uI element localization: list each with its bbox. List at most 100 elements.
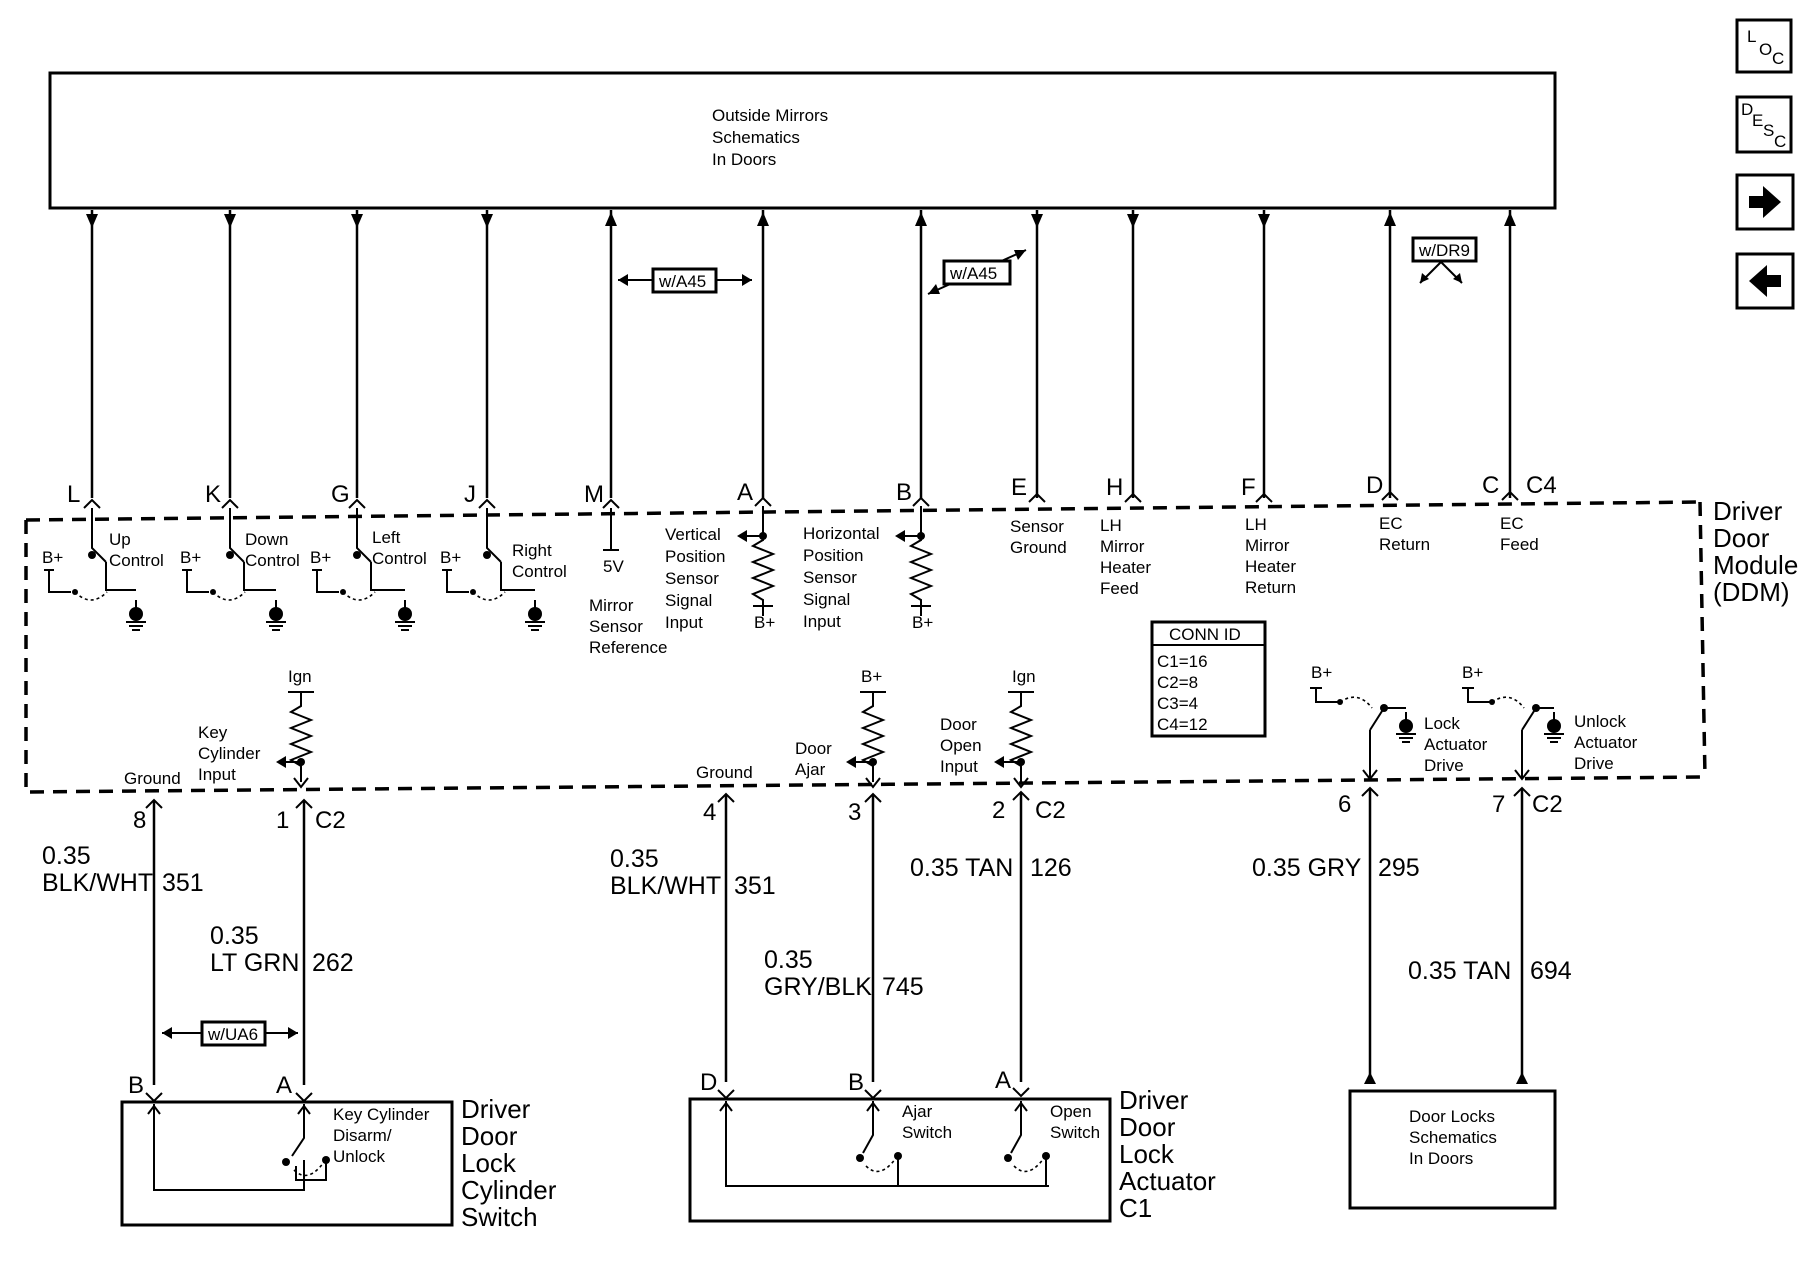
outside-mirrors-line1: Outside Mirrors [712,106,828,125]
svg-text:Ground: Ground [1010,538,1067,557]
svg-text:Ign: Ign [288,667,312,686]
svg-text:0.35: 0.35 [210,922,259,950]
svg-text:351: 351 [734,872,776,900]
connector-c2-3: C2 [1532,791,1563,818]
svg-text:B+: B+ [912,613,933,632]
svg-text:Position: Position [665,547,725,566]
svg-text:S: S [1763,121,1774,140]
svg-text:Open: Open [1050,1102,1092,1121]
svg-text:Key Cylinder: Key Cylinder [333,1105,430,1124]
svg-text:262: 262 [312,949,354,977]
pin-L: L [67,481,80,508]
connector-c4: C4 [1526,472,1557,499]
ec-feed-label: EC Feed [1500,514,1539,554]
svg-text:In Doors: In Doors [1409,1149,1473,1168]
option-badge-a45-1: w/A45 [618,267,752,294]
outside-mirrors-line3: In Doors [712,150,776,169]
svg-text:B+: B+ [861,667,882,686]
svg-text:Unlock: Unlock [333,1147,385,1166]
next-button[interactable] [1735,173,1795,231]
option-badge-a45-2: w/A45 [927,249,1027,295]
door-lock-arrows [1364,1072,1528,1084]
svg-text:Ign: Ign [1012,667,1036,686]
svg-text:B+: B+ [754,613,775,632]
svg-text:B+: B+ [180,548,201,567]
lock-actuator: Ajar Switch Open Switch Driver Door Lock… [688,1085,1216,1223]
top-pin-chevrons [83,490,1519,509]
svg-text:C1: C1 [1119,1193,1152,1223]
pin-M: M [584,481,604,508]
mirror-sensor-reference: 5V Mirror Sensor Reference [589,508,667,657]
svg-text:Control: Control [372,549,427,568]
down-control-switch: B+ Down Control [180,508,300,631]
svg-text:B+: B+ [42,548,63,567]
svg-text:Return: Return [1245,578,1296,597]
svg-text:Cylinder: Cylinder [198,744,261,763]
svg-text:Control: Control [512,562,567,581]
svg-text:745: 745 [882,973,924,1001]
outside-mirrors-line2: Schematics [712,128,800,147]
svg-text:Mirror: Mirror [589,596,634,615]
svg-text:Sensor: Sensor [1010,517,1064,536]
wire-labels: 0.35 BLK/WHT 351 0.35 LT GRN 262 0.35 BL… [42,842,1572,1001]
desc-button[interactable]: D E S C [1735,95,1793,154]
pin-7: 7 [1492,791,1505,818]
svg-text:B+: B+ [1311,663,1332,682]
module-title: Driver Door Module (DDM) [1713,496,1798,607]
svg-text:Driver: Driver [461,1094,531,1124]
bottom-pin-letters: B A D B A [128,1067,1011,1099]
loc-button[interactable]: L O C [1735,18,1793,74]
svg-text:C1=16: C1=16 [1157,652,1208,671]
ground-label-2: Ground [696,763,753,782]
pin-F: F [1241,474,1256,501]
door-ajar-input: B+ Door Ajar Ground [696,667,886,789]
svg-text:Input: Input [803,612,841,631]
svg-text:Heater: Heater [1100,558,1151,577]
option-badge-ua6: w/UA6 [162,1020,298,1047]
svg-text:Lock: Lock [1424,714,1460,733]
svg-text:Module: Module [1713,550,1798,580]
svg-text:w/A45: w/A45 [949,264,997,283]
top-pin-letters: L K G J M A B E H F D C C4 [67,472,1557,508]
pin-A1: A [276,1072,292,1099]
svg-text:Input: Input [940,757,978,776]
svg-text:Right: Right [512,541,552,560]
svg-text:Drive: Drive [1424,756,1464,775]
pin-B1: B [128,1072,144,1099]
back-button[interactable] [1735,252,1795,310]
driver-door-module-boundary [24,500,1707,794]
c2-chevrons [145,786,1531,809]
svg-text:B+: B+ [310,548,331,567]
svg-text:0.35 TAN: 0.35 TAN [910,854,1013,882]
svg-text:Horizontal: Horizontal [803,524,880,543]
lower-wires [152,788,1524,1085]
svg-text:Disarm/: Disarm/ [333,1126,392,1145]
svg-text:C: C [1772,49,1784,68]
svg-text:Sensor: Sensor [589,617,643,636]
svg-text:B+: B+ [440,548,461,567]
door-locks-schematics-box: Door Locks Schematics In Doors [1348,1089,1557,1210]
pin-8: 8 [133,807,146,834]
right-control-switch: B+ Right Control [440,508,567,631]
svg-text:LH: LH [1245,515,1267,534]
pin-2: 2 [992,797,1005,824]
pin-C: C [1482,472,1499,499]
svg-text:Left: Left [372,528,401,547]
svg-text:Switch: Switch [1050,1123,1100,1142]
svg-text:Mirror: Mirror [1100,537,1145,556]
svg-text:Mirror: Mirror [1245,536,1290,555]
svg-text:0.35 TAN: 0.35 TAN [1408,957,1511,985]
lh-mirror-heater-return-label: LH Mirror Heater Return [1245,515,1296,597]
pin-D2: D [700,1069,717,1096]
svg-text:Open: Open [940,736,982,755]
svg-text:Switch: Switch [902,1123,952,1142]
svg-text:Actuator: Actuator [1574,733,1638,752]
pin-A: A [737,479,753,506]
vertical-position-sensor: B+ Vertical Position Sensor Signal Input [665,506,776,632]
svg-text:C2=8: C2=8 [1157,673,1198,692]
ec-return-label: EC Return [1379,514,1430,554]
svg-text:Door: Door [461,1121,518,1151]
svg-text:GRY/BLK: GRY/BLK [764,973,872,1001]
lock-actuator-drive: B+ Lock Actuator Drive [1310,663,1488,781]
